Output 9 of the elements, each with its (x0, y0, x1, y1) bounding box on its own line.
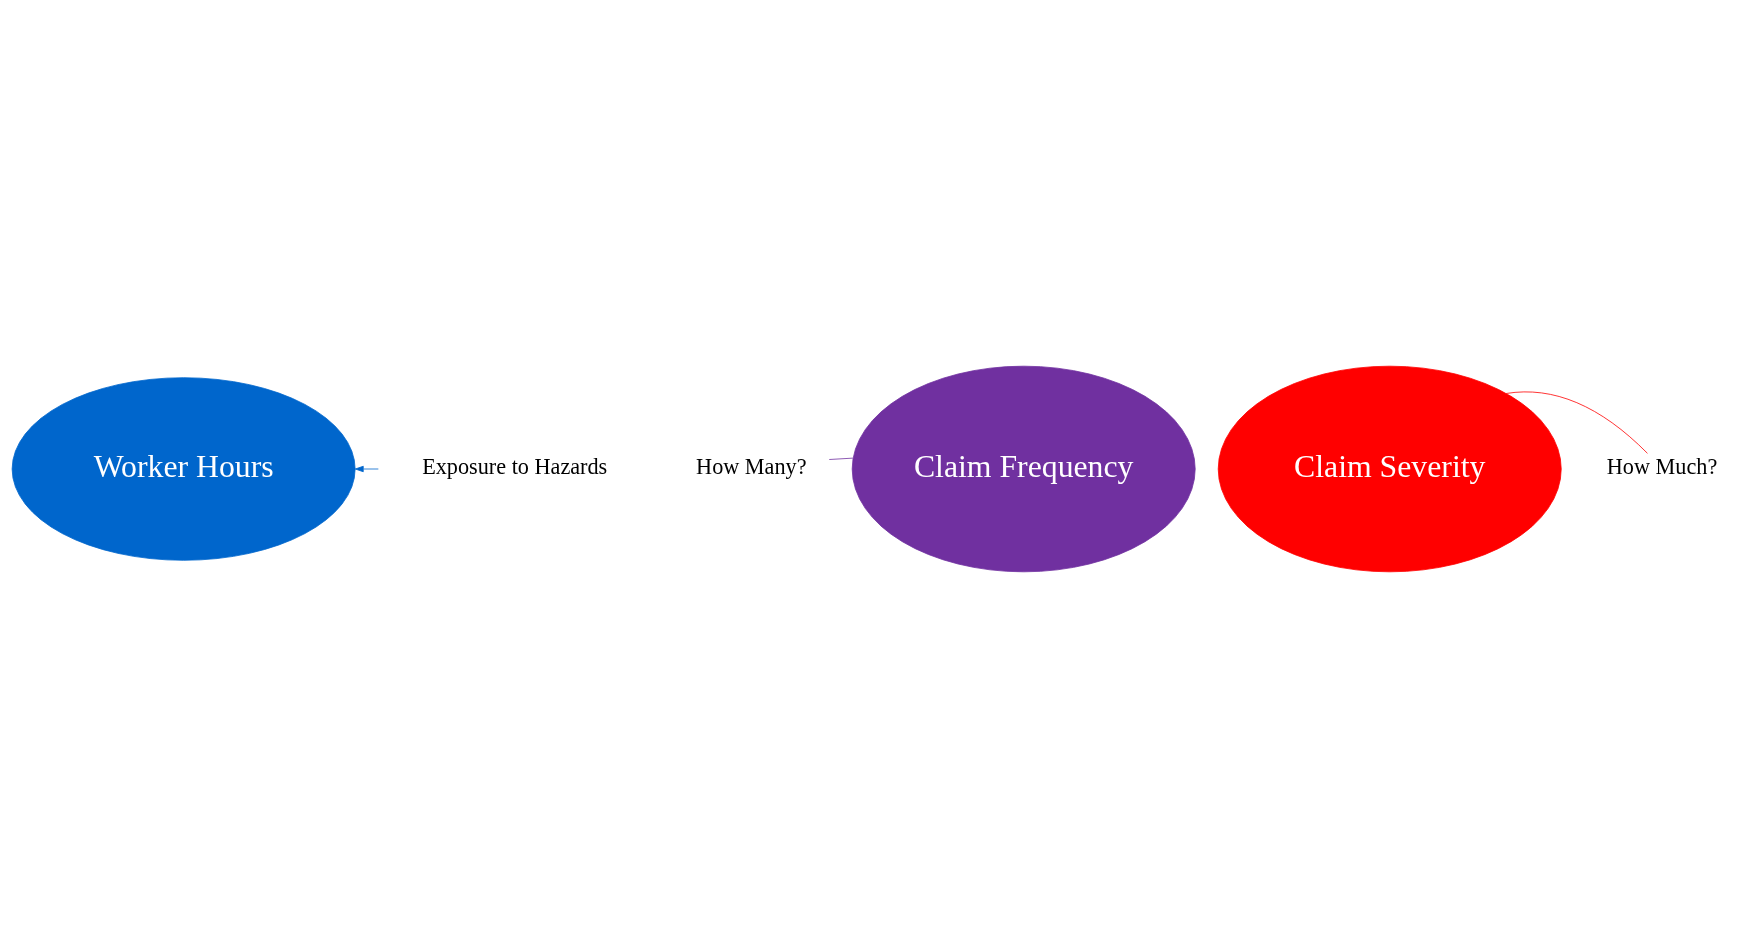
connector (828, 457, 854, 460)
connector (1505, 391, 1648, 454)
node-ellipse: Claim Severity (1217, 365, 1562, 572)
node-ellipse: Worker Hours (11, 376, 356, 561)
node-text: How Much? (1606, 453, 1718, 479)
node-text: How Many? (696, 453, 807, 479)
arrow (354, 465, 379, 472)
node-ellipse: Claim Frequency (851, 365, 1196, 572)
node-text: Exposure to Hazards (422, 453, 608, 479)
